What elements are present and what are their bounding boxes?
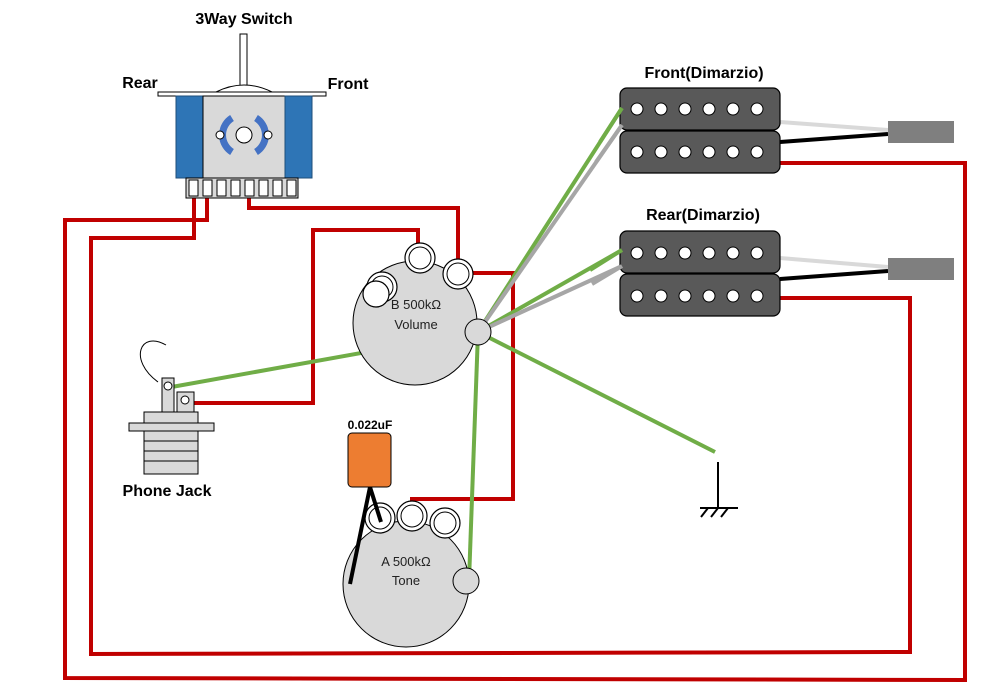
capacitor-label: 0.022uF: [348, 418, 393, 432]
switch-terminals: [185, 177, 299, 199]
three-way-switch: 3Way Switch Rear Front: [122, 11, 370, 199]
switch-pivot: [235, 126, 253, 144]
switch-left-side: [175, 95, 204, 179]
phone-jack: Phone Jack: [123, 340, 215, 500]
wire-switch-to-front-pickup: [89, 196, 912, 657]
capacitor: 0.022uF: [347, 418, 393, 585]
capacitor-lead-right: [368, 486, 383, 523]
switch-lever: [239, 33, 248, 87]
tone-pot: A 500kΩ Tone: [342, 500, 480, 648]
front-pickup-label: Front(Dimarzio): [644, 65, 763, 82]
tone-pot-name: Tone: [392, 573, 420, 588]
front-pickup-coil-bottom: [619, 130, 781, 174]
switch-right-side: [284, 95, 313, 179]
front-pickup-connector: [888, 121, 954, 143]
switch-top-plate: [157, 91, 327, 97]
rear-pickup-polepieces: [630, 246, 764, 303]
rear-pickup-label: Rear(Dimarzio): [646, 207, 760, 224]
front-pickup: Front(Dimarzio): [619, 65, 954, 174]
hot-wires: [63, 161, 967, 683]
pickup-leads: [779, 120, 889, 281]
wire-switch-to-rear-pickup: [63, 161, 967, 683]
rear-pickup-connector: [888, 258, 954, 280]
tone-ground-lug: [452, 567, 480, 595]
wire-switch-to-volume: [247, 196, 460, 263]
front-pickup-polepieces: [630, 102, 764, 159]
ground-wire-ends: [588, 106, 624, 286]
switch-rear-label: Rear: [122, 75, 158, 92]
capacitor-body: [347, 432, 392, 488]
wire-volume-to-jack: [187, 228, 420, 405]
switch-front-label: Front: [328, 76, 370, 93]
volume-pot: B 500kΩ Volume: [352, 242, 492, 386]
rear-pickup-coil-bottom: [619, 273, 781, 317]
ground-symbol: [700, 462, 738, 518]
tone-pot-value: A 500kΩ: [381, 554, 431, 569]
jack-label: Phone Jack: [123, 483, 212, 500]
volume-ground-lug: [464, 318, 492, 346]
jack-wire-curve: [139, 340, 167, 383]
volume-pot-name: Volume: [394, 317, 437, 332]
rear-pickup: Rear(Dimarzio): [619, 207, 954, 317]
capacitor-lead-left: [348, 486, 372, 585]
switch-title: 3Way Switch: [195, 11, 292, 28]
jack-sleeve: [143, 430, 199, 475]
volume-pot-value: B 500kΩ: [391, 297, 441, 312]
